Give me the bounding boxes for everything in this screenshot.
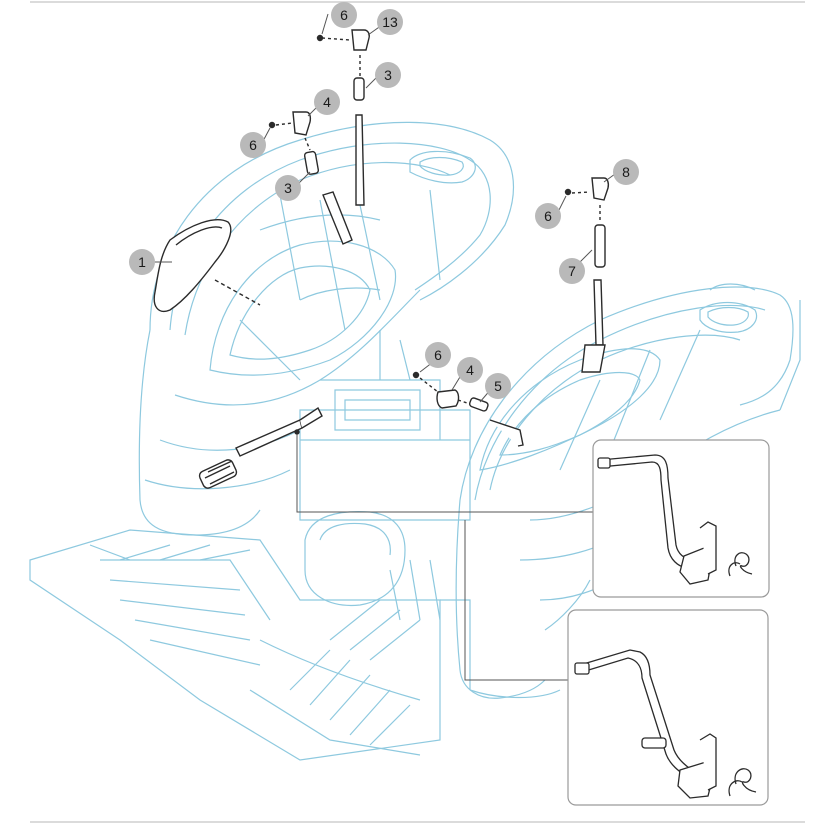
callout-5: 5 bbox=[485, 373, 511, 399]
part-7-sleeve bbox=[594, 224, 606, 268]
part-lever-center bbox=[235, 419, 303, 457]
parts-lineart bbox=[153, 29, 610, 681]
part-3-sleeve-top bbox=[353, 77, 365, 101]
callout-6-top: 6 bbox=[331, 2, 357, 28]
detail-box-upper bbox=[592, 439, 770, 598]
part-8-knob bbox=[591, 177, 610, 201]
callout-8: 8 bbox=[613, 159, 639, 185]
callout-4-center: 4 bbox=[457, 357, 483, 383]
callout-13: 13 bbox=[377, 9, 403, 35]
callout-3-left: 3 bbox=[275, 175, 301, 201]
detail-box-lower bbox=[567, 609, 769, 806]
callout-4-left: 4 bbox=[314, 89, 340, 115]
part-lever-tall bbox=[355, 114, 365, 206]
part-3-sleeve-left bbox=[303, 150, 320, 175]
callout-6-right: 6 bbox=[535, 203, 561, 229]
part-5-sleeve bbox=[468, 397, 489, 412]
callout-1: 1 bbox=[129, 249, 155, 275]
callout-6-center: 6 bbox=[425, 342, 451, 368]
part-4-knob-center bbox=[436, 389, 460, 409]
part-lever-right bbox=[593, 279, 604, 346]
part-1-pad bbox=[153, 219, 232, 312]
callout-3-top: 3 bbox=[375, 62, 401, 88]
part-lever-angled bbox=[322, 191, 353, 245]
callout-6-left: 6 bbox=[240, 132, 266, 158]
part-13-knob bbox=[351, 29, 370, 51]
callout-7: 7 bbox=[559, 258, 585, 284]
part-grip bbox=[198, 459, 238, 489]
part-4-knob-left bbox=[292, 111, 312, 136]
